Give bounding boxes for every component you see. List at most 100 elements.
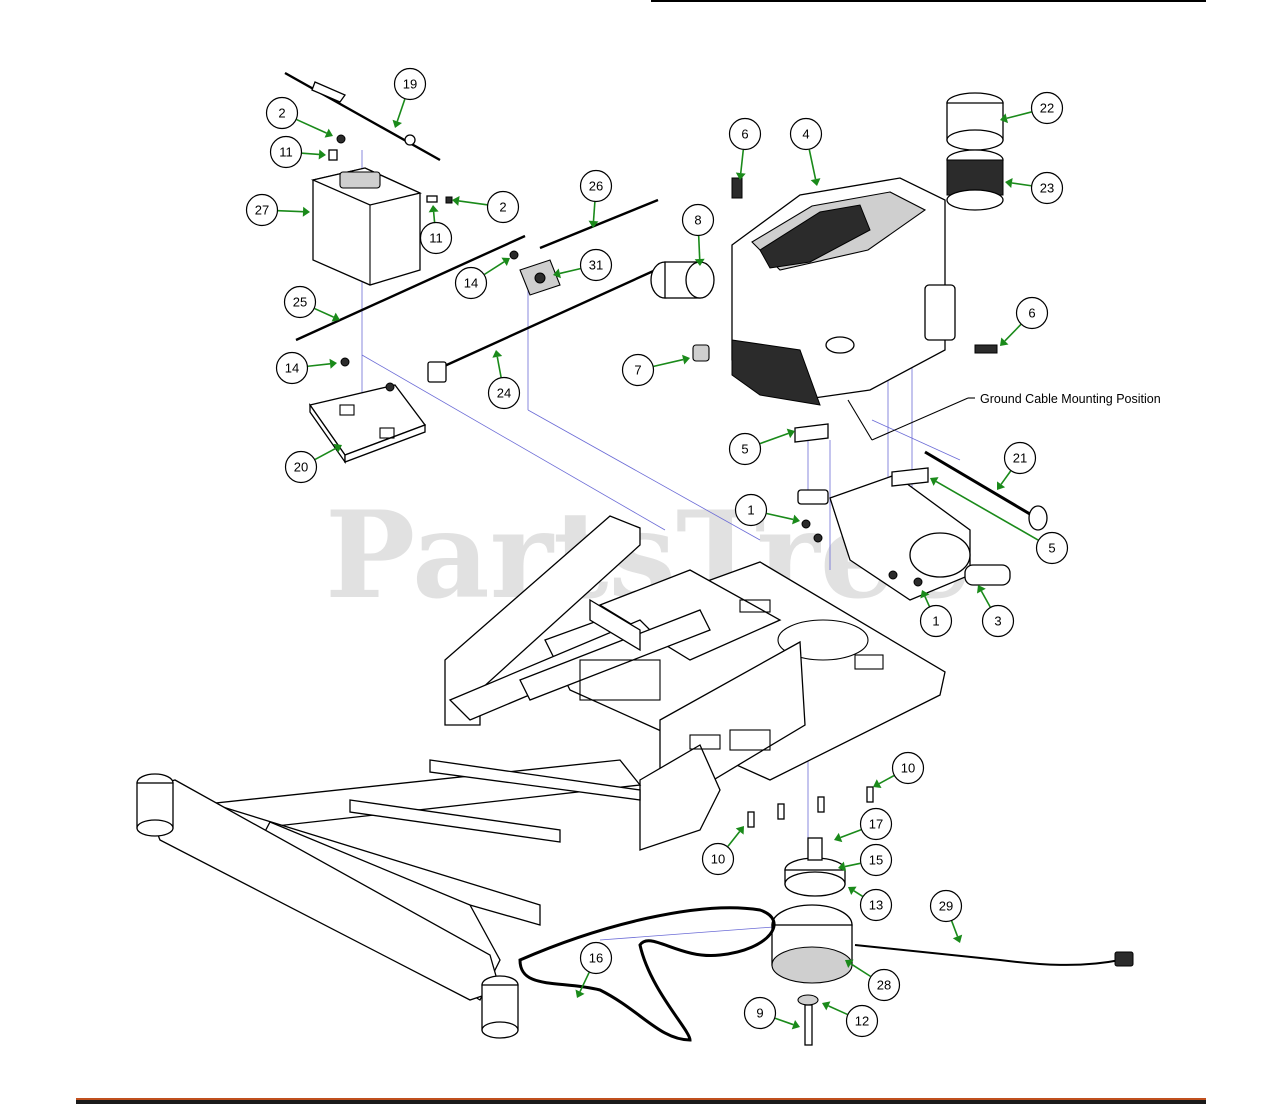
- leader-line: [432, 211, 436, 223]
- callout-number: 25: [293, 295, 307, 310]
- callout-number: 4: [802, 127, 809, 142]
- leader-arrowhead: [838, 861, 846, 872]
- callout-number: 3: [994, 614, 1001, 629]
- callout-5: 5: [728, 428, 795, 466]
- callout-number: 10: [711, 852, 725, 867]
- leader-arrowhead: [977, 585, 986, 594]
- callout-6: 6: [1000, 296, 1049, 346]
- callout-number: 24: [497, 386, 511, 401]
- callout-27: 27: [245, 193, 310, 227]
- exhaust-gaskets: [794, 423, 929, 487]
- leader-arrowhead: [997, 481, 1006, 490]
- callout-circle: [728, 432, 762, 466]
- leader-line: [579, 972, 590, 993]
- callout-19: 19: [392, 67, 427, 128]
- leader-arrowhead: [318, 149, 326, 160]
- leader-line: [458, 200, 488, 206]
- callout-22: 22: [1000, 91, 1064, 125]
- pto-clutch: [771, 904, 853, 984]
- drive-belt: [518, 906, 776, 1042]
- leader-line: [950, 920, 959, 937]
- callout-circle: [728, 117, 762, 151]
- callout-16: 16: [575, 941, 613, 998]
- callout-circle: [1015, 296, 1049, 330]
- ground-cable-label: Ground Cable Mounting Position: [980, 392, 1161, 406]
- ground-cable-note: Ground Cable Mounting Position: [847, 392, 1161, 441]
- frame-bolts: [747, 786, 874, 828]
- callout-circle: [859, 888, 893, 922]
- leader-arrowhead: [324, 128, 333, 138]
- callout-circle: [419, 221, 453, 255]
- leader-line: [484, 261, 505, 276]
- callout-24: 24: [487, 350, 521, 410]
- callout-26: 26: [579, 169, 613, 228]
- callout-25: 25: [283, 285, 340, 322]
- leader-arrowhead: [694, 258, 705, 266]
- callout-circle: [891, 751, 925, 785]
- leader-arrowhead: [822, 1001, 831, 1011]
- callout-15: 15: [838, 843, 893, 877]
- callout-2: 2: [265, 96, 333, 138]
- leader-line: [277, 209, 304, 213]
- leader-arrowhead: [786, 428, 795, 439]
- callout-circle: [393, 67, 427, 101]
- callout-13: 13: [848, 886, 893, 922]
- callout-14: 14: [454, 257, 510, 300]
- leader-line: [1000, 470, 1012, 485]
- leader-line: [844, 862, 861, 868]
- callout-number: 15: [869, 853, 883, 868]
- callout-circle: [621, 353, 655, 387]
- callout-number: 22: [1040, 101, 1054, 116]
- exhaust-nuts: [801, 519, 923, 587]
- callout-circle: [845, 1004, 879, 1038]
- callout-circle: [681, 203, 715, 237]
- leader-line: [924, 596, 931, 607]
- leader-line: [314, 447, 337, 461]
- battery: [310, 167, 422, 286]
- leader-arrowhead: [1005, 178, 1013, 188]
- leader-line: [727, 831, 741, 847]
- callout-circle: [245, 193, 279, 227]
- callout-number: 26: [589, 179, 603, 194]
- callout-circle: [275, 351, 309, 385]
- leader-line: [296, 118, 327, 134]
- callout-6: 6: [728, 117, 762, 180]
- callout-8: 8: [681, 203, 715, 266]
- callout-circle: [1030, 91, 1064, 125]
- leader-arrowhead: [333, 443, 342, 453]
- leader-arrowhead: [873, 779, 882, 789]
- callout-circle: [789, 117, 823, 151]
- callout-31: 31: [553, 248, 613, 282]
- callout-circle: [859, 807, 893, 841]
- leader-arrowhead: [845, 959, 854, 968]
- callout-circle: [701, 842, 735, 876]
- clutch-bolt: [797, 994, 819, 1046]
- battery-hardware: [328, 134, 519, 392]
- callout-number: 1: [747, 503, 754, 518]
- leader-arrowhead: [428, 205, 439, 213]
- callout-3: 3: [977, 585, 1015, 638]
- battery-tray: [308, 384, 427, 465]
- leader-line: [307, 362, 331, 368]
- leader-line: [980, 590, 991, 608]
- callout-circle: [1035, 531, 1069, 565]
- leader-line: [559, 267, 581, 275]
- callout-20: 20: [284, 443, 342, 484]
- drain-extension: [924, 450, 1048, 531]
- callout-number: 10: [901, 761, 915, 776]
- footer-bar: [76, 1098, 1206, 1104]
- callout-number: 16: [589, 951, 603, 966]
- callout-circle: [284, 450, 318, 484]
- callout-number: 2: [499, 200, 506, 215]
- leader-line: [850, 963, 871, 978]
- callout-circle: [1030, 171, 1064, 205]
- callout-10: 10: [701, 826, 744, 876]
- callout-circle: [1003, 441, 1037, 475]
- leader-line: [1006, 111, 1032, 120]
- callout-circle: [859, 843, 893, 877]
- callout-10: 10: [873, 751, 925, 789]
- callout-circle: [269, 135, 303, 169]
- leader-arrowhead: [848, 886, 857, 895]
- callout-12: 12: [822, 1001, 879, 1038]
